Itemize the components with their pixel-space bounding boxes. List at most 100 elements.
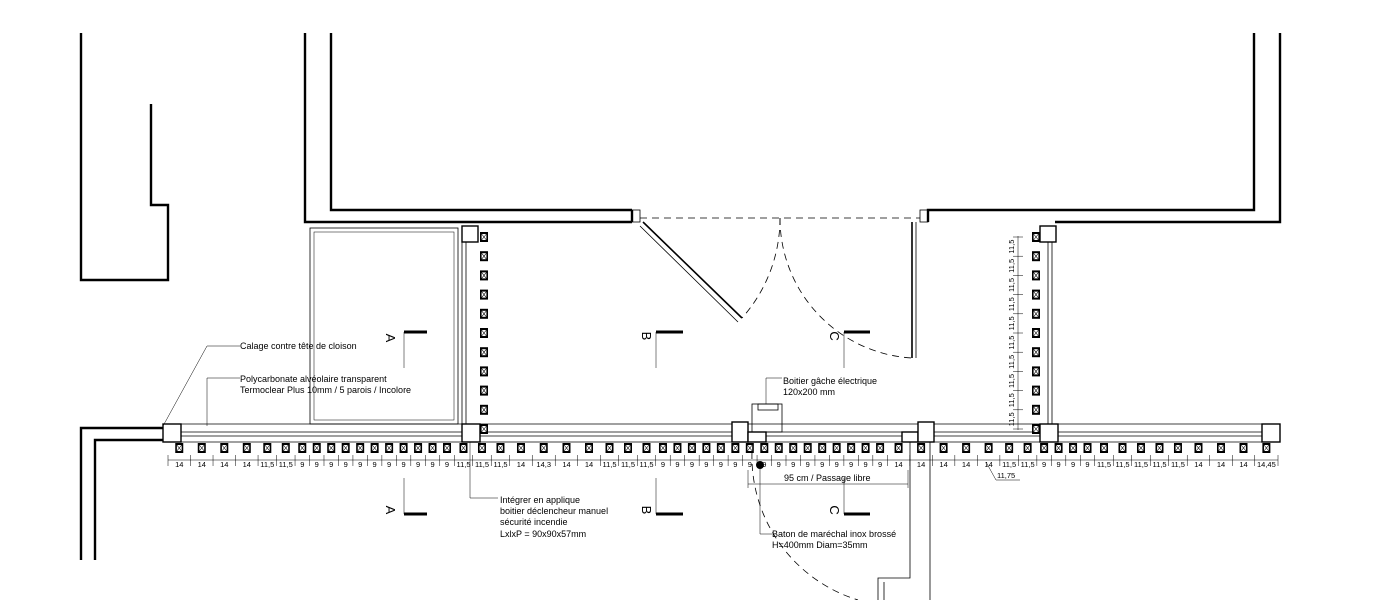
dimension-label: 11,5 — [621, 460, 635, 469]
dimension-label: 9 — [675, 460, 679, 469]
baton-annotation-line2: H=400mm Diam=35mm — [772, 540, 868, 550]
section-label-b-bottom: B — [639, 506, 654, 515]
dimension-label: 11,5 — [602, 460, 616, 469]
dimension-label: 11,5 — [1007, 297, 1016, 311]
upper-door-leaf-2 — [639, 225, 739, 323]
dimension-label: 11,5 — [1115, 460, 1129, 469]
declencheur-annotation-line4: LxlxP = 90x90x57mm — [500, 529, 586, 539]
dimension-label: 9 — [849, 460, 853, 469]
declencheur-annotation-line1: Intégrer en applique — [500, 495, 580, 505]
post — [162, 423, 182, 443]
dimension-label: 9 — [878, 460, 882, 469]
dimension-label: 11,5 — [279, 460, 293, 469]
leader-11-75 — [985, 461, 1020, 481]
dimension-label: 11,5 — [1007, 259, 1016, 273]
fastener-column-left — [480, 232, 488, 434]
dimension-label: 14 — [243, 460, 251, 469]
baton-annotation-line1: Baton de maréchal inox brossé — [772, 529, 896, 539]
dimension-label: 9 — [704, 460, 708, 469]
dimension-label: 14 — [198, 460, 206, 469]
dimension-label: 9 — [1071, 460, 1075, 469]
fastener-row-bottom — [175, 443, 1271, 453]
declencheur-annotation-line2: boitier déclencheur manuel — [500, 506, 608, 516]
upper-door-leaf — [642, 221, 743, 319]
dimension-label: 11,5 — [1007, 412, 1016, 426]
dimension-label: 9 — [445, 460, 449, 469]
dimension-label: 9 — [329, 460, 333, 469]
dimension-label: 14 — [562, 460, 570, 469]
dimension-label: 11,5 — [456, 460, 470, 469]
dimension-chain-right: 11,511,511,511,511,511,511,511,511,511,5 — [1007, 236, 1023, 430]
dimension-label: 11,5 — [1134, 460, 1148, 469]
left-building-outline — [79, 33, 170, 282]
dimension-label: 11,5 — [1007, 240, 1016, 254]
dimension-label: 14 — [585, 460, 593, 469]
post — [917, 421, 935, 443]
dimension-label: 9 — [416, 460, 420, 469]
post — [1039, 225, 1057, 243]
fastener-column-right — [1032, 232, 1040, 434]
right-room-wall — [926, 33, 1282, 224]
strike-box — [751, 403, 783, 433]
section-label-c-bottom: C — [827, 505, 842, 514]
dimension-label: 14 — [1194, 460, 1202, 469]
dimension-label: 9 — [791, 460, 795, 469]
dimension-label: 9 — [430, 460, 434, 469]
dimension-label: 14 — [962, 460, 970, 469]
dimension-label: 14 — [517, 460, 525, 469]
dimension-label: 11,5 — [1007, 393, 1016, 407]
dimension-label: 9 — [777, 460, 781, 469]
post — [747, 431, 767, 443]
leader-polycarbonate — [206, 377, 240, 426]
dim-extra-label: 11,75 — [997, 471, 1015, 480]
door-swing-right — [779, 217, 913, 359]
dimension-label: 11,5 — [1171, 460, 1185, 469]
dimension-label: 11,5 — [475, 460, 489, 469]
leader-declencheur — [469, 442, 498, 499]
dimension-label: 9 — [300, 460, 304, 469]
dimension-label: 11,5 — [1097, 460, 1111, 469]
dimension-label: 9 — [387, 460, 391, 469]
dimension-label: 11,5 — [1007, 355, 1016, 369]
dimension-label: 11,5 — [260, 460, 274, 469]
section-label-a-top: A — [383, 334, 398, 343]
dimension-chain-bottom: 14 14 14 14 11,5 11,5 9 9 9 9 9 9 9 9 9 9 9 11,5 11,5 11,5 1… — [167, 455, 1279, 469]
post — [901, 431, 919, 443]
polycarbonate-annotation-line1: Polycarbonate alvéolaire transparent — [240, 374, 387, 384]
lower-door-frame — [877, 442, 931, 600]
dimension-label: 11,5 — [1002, 460, 1016, 469]
dimension-label: 14 — [1217, 460, 1225, 469]
left-lower-wall — [79, 426, 163, 560]
dimension-label: 9 — [806, 460, 810, 469]
dimension-label: 11,5 — [1007, 278, 1016, 292]
dimension-label: 9 — [344, 460, 348, 469]
leader-boitier — [765, 377, 782, 404]
door-jamb-left — [631, 209, 641, 223]
post — [461, 423, 481, 443]
section-label-c-top: C — [827, 331, 842, 340]
calage-annotation: Calage contre tête de cloison — [240, 341, 357, 351]
dimension-label: 11,5 — [1021, 460, 1035, 469]
post — [731, 421, 749, 443]
door-swing-left — [741, 217, 781, 319]
dimension-label: 9 — [402, 460, 406, 469]
dimension-label: 9 — [1042, 460, 1046, 469]
declencheur-annotation-line3: sécurité incendie — [500, 517, 568, 527]
passage-label: 95 cm / Passage libre — [784, 473, 871, 483]
dimension-label: 9 — [864, 460, 868, 469]
central-room-wall — [303, 33, 634, 224]
boitier-annotation-line2: 120x200 mm — [783, 387, 835, 397]
dimension-label: 9 — [835, 460, 839, 469]
dimension-label: 11,5 — [1007, 374, 1016, 388]
leader-baton — [759, 465, 772, 535]
door-jamb-right — [919, 209, 929, 223]
strike-box-inner — [757, 403, 779, 411]
dimension-label: 14 — [175, 460, 183, 469]
leader-calage — [162, 345, 240, 427]
dimension-label: 11,5 — [639, 460, 653, 469]
dimension-label: 14,45 — [1257, 460, 1276, 469]
dimension-label: 11,5 — [1007, 336, 1016, 350]
post — [1039, 423, 1059, 443]
section-markers: A A B B C C — [383, 330, 870, 516]
dimension-label: 9 — [1056, 460, 1060, 469]
